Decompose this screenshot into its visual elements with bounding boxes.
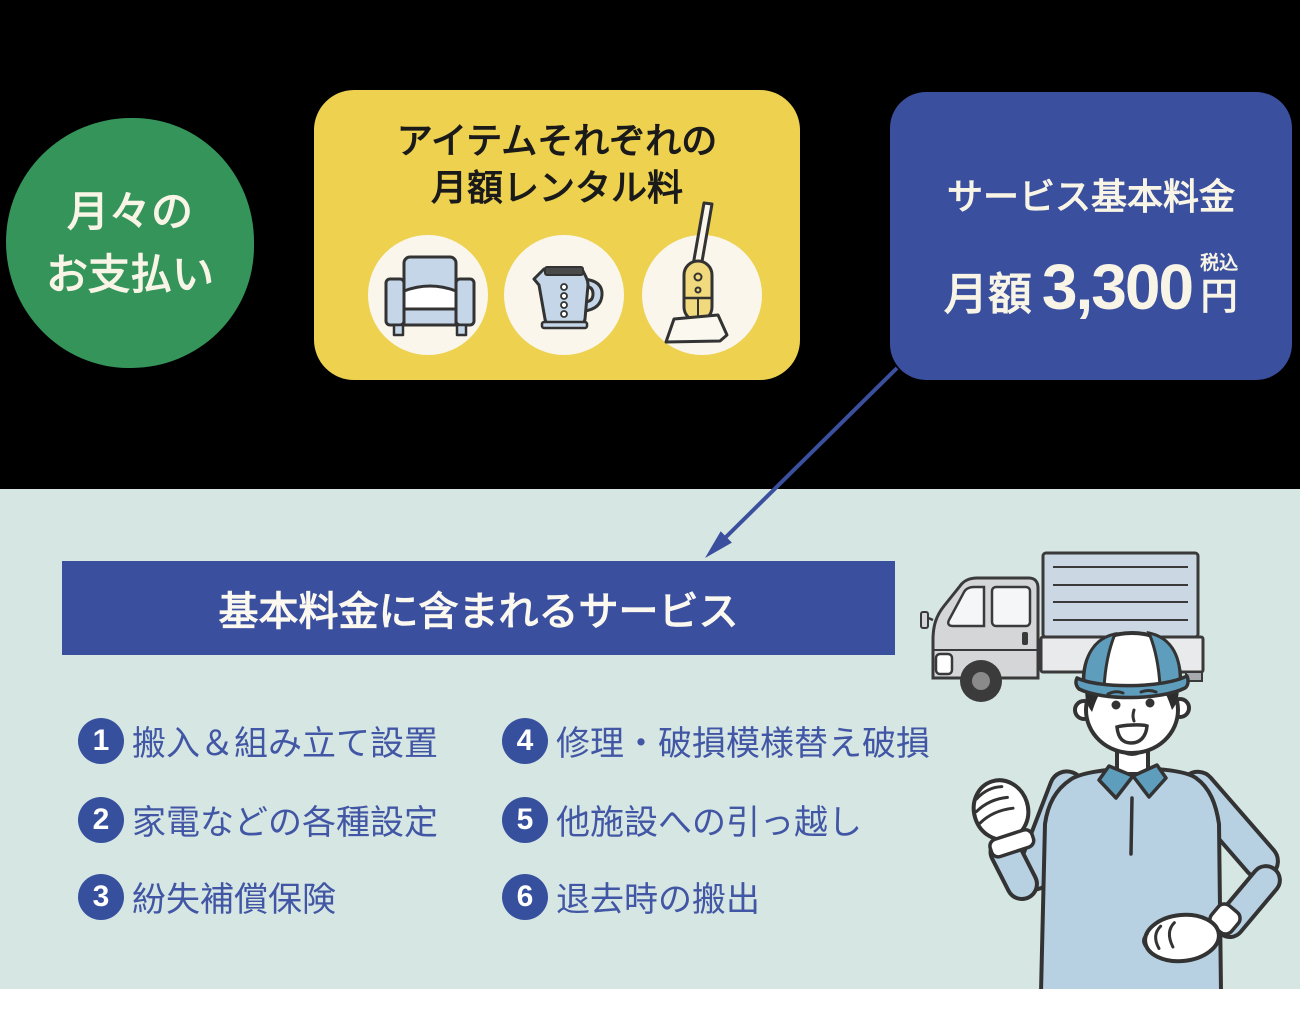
service-item: 3 紛失補償保険 bbox=[78, 873, 336, 920]
service-item: 6 退去時の搬出 bbox=[502, 873, 760, 920]
service-number-badge: 6 bbox=[502, 873, 548, 920]
monthly-payment-line2: お支払い bbox=[45, 251, 214, 298]
service-number-badge: 2 bbox=[78, 796, 124, 843]
price-unit-column: 税込 円 bbox=[1200, 248, 1238, 315]
service-label: 他施設への引っ越し bbox=[556, 804, 862, 842]
monthly-payment-line1: 月々の bbox=[66, 188, 193, 235]
bottom-white-strip bbox=[0, 989, 1300, 1017]
base-fee-title: サービス基本料金 bbox=[946, 176, 1235, 217]
tax-included-label: 税込 bbox=[1200, 253, 1239, 274]
currency-unit: 円 bbox=[1200, 276, 1238, 317]
service-label: 紛失補償保険 bbox=[132, 881, 336, 919]
monthly-payment-circle: 月々の お支払い bbox=[6, 118, 254, 368]
monthly-payment-label: 月々の お支払い bbox=[46, 180, 214, 306]
included-services-header-label: 基本料金に含まれるサービス bbox=[218, 590, 739, 634]
rental-fee-title-line1: アイテムそれぞれの bbox=[396, 120, 718, 161]
rental-fee-title: アイテムそれぞれの 月額レンタル料 bbox=[314, 118, 800, 212]
rental-fee-title-line2: 月額レンタル料 bbox=[430, 166, 683, 208]
worker-icon bbox=[971, 630, 1282, 989]
service-label: 家電などの各種設定 bbox=[132, 804, 438, 842]
price-row: 月額 3,300 税込 円 bbox=[890, 248, 1292, 324]
service-item: 4 修理・破損模様替え破損 bbox=[502, 717, 930, 764]
service-item: 5 他施設への引っ越し bbox=[502, 796, 862, 843]
service-item: 2 家電などの各種設定 bbox=[78, 796, 438, 843]
price-value: 3,300 bbox=[1041, 251, 1194, 324]
included-services-header: 基本料金に含まれるサービス bbox=[62, 561, 895, 655]
sofa-icon-circle bbox=[368, 235, 488, 355]
sofa-icon bbox=[384, 255, 476, 337]
kettle-icon-circle bbox=[504, 235, 624, 355]
base-fee-card: サービス基本料金 月額 3,300 税込 円 bbox=[890, 92, 1292, 380]
service-number-badge: 3 bbox=[78, 873, 124, 920]
service-number-badge: 5 bbox=[502, 796, 548, 843]
service-number-badge: 4 bbox=[502, 717, 548, 764]
rental-fee-card: アイテムそれぞれの 月額レンタル料 bbox=[314, 90, 800, 380]
service-label: 修理・破損模様替え破損 bbox=[556, 725, 930, 763]
kettle-icon bbox=[532, 266, 604, 330]
service-item: 1 搬入＆組み立て設置 bbox=[78, 717, 438, 764]
vacuum-icon bbox=[664, 201, 729, 344]
service-label: 搬入＆組み立て設置 bbox=[132, 725, 438, 763]
delivery-illustration bbox=[920, 551, 1282, 989]
service-label: 退去時の搬出 bbox=[556, 881, 760, 919]
vacuum-icon-circle bbox=[642, 201, 762, 355]
included-services-panel: 基本料金に含まれるサービス 1 搬入＆組み立て設置 2 家電などの各種設定 3 … bbox=[0, 489, 1300, 989]
price-prefix: 月額 bbox=[943, 270, 1032, 319]
service-number-badge: 1 bbox=[78, 717, 124, 764]
